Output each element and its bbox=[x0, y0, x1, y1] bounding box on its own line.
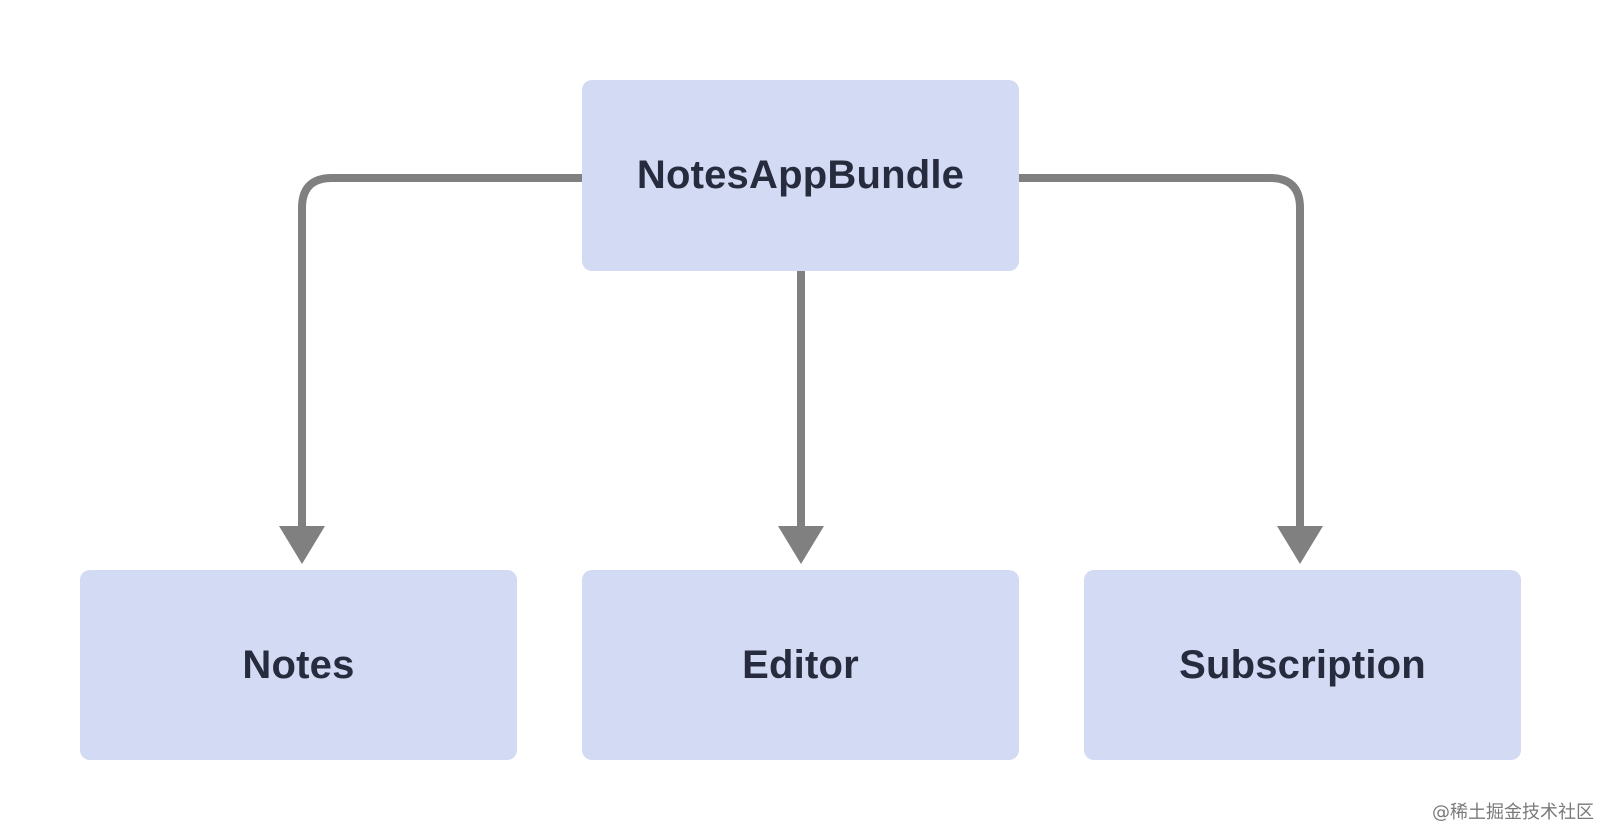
node-notes: Notes bbox=[80, 570, 517, 760]
node-notesappbundle: NotesAppBundle bbox=[582, 80, 1019, 271]
node-subscription: Subscription bbox=[1084, 570, 1521, 760]
watermark-text: @稀土掘金技术社区 bbox=[1432, 802, 1594, 823]
connector-root-to-subscription bbox=[1019, 174, 1304, 528]
node-label-notes: Notes bbox=[242, 642, 355, 687]
arrowhead-subscription bbox=[1277, 526, 1323, 564]
arrowhead-notes bbox=[279, 526, 325, 564]
node-editor: Editor bbox=[582, 570, 1019, 760]
arrowhead-editor bbox=[778, 526, 824, 564]
node-label-subscription: Subscription bbox=[1179, 642, 1426, 687]
node-label-editor: Editor bbox=[742, 642, 859, 687]
node-label-root: NotesAppBundle bbox=[636, 153, 965, 197]
connector-root-to-notes bbox=[298, 174, 582, 528]
